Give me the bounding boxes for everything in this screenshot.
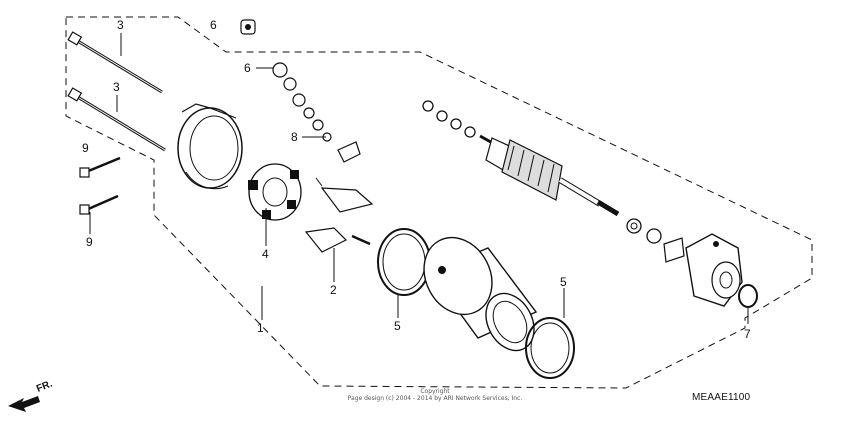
callout-6-stack: 6: [244, 61, 251, 75]
leader-lines: [89, 33, 749, 324]
front-cover[interactable]: [685, 233, 743, 307]
rear-cover[interactable]: [177, 103, 243, 190]
washer-stack[interactable]: [272, 62, 332, 142]
bolt-upper[interactable]: [67, 31, 163, 94]
o-ring-right[interactable]: [525, 317, 575, 379]
yoke-housing[interactable]: [411, 226, 544, 359]
assembly-boundary: [65, 16, 813, 389]
callout-4: 4: [262, 247, 269, 261]
terminal-set[interactable]: [304, 141, 374, 253]
screw-upper[interactable]: [79, 156, 121, 178]
screw-lower[interactable]: [79, 194, 119, 215]
diagram-code: MEAAE1100: [692, 392, 751, 403]
callout-1: 1: [257, 321, 264, 335]
callout-6-top: 6: [210, 18, 217, 32]
callout-2: 2: [330, 283, 337, 297]
front-washers[interactable]: [626, 218, 685, 263]
copyright-text: Page design (c) 2004 - 2014 by ARI Netwo…: [347, 395, 523, 402]
o-ring-front[interactable]: [738, 284, 758, 308]
callout-3-upper: 3: [117, 18, 124, 32]
callout-9-upper: 9: [82, 141, 89, 155]
o-ring-left[interactable]: [377, 228, 431, 296]
callout-9-lower: 9: [86, 235, 93, 249]
callout-5-left: 5: [394, 319, 401, 333]
callout-7: 7: [744, 327, 751, 341]
bolt-lower[interactable]: [67, 87, 166, 152]
armature[interactable]: [479, 134, 620, 217]
brush-holder[interactable]: [248, 163, 302, 221]
callout-3-lower: 3: [113, 80, 120, 94]
front-direction-label: FR.: [35, 378, 54, 394]
copyright-title: Copyright: [420, 388, 450, 395]
copyright-notice: Copyright Page design (c) 2004 - 2014 by…: [320, 388, 550, 402]
callout-5-right: 5: [560, 275, 567, 289]
callout-8: 8: [291, 130, 298, 144]
nut-top[interactable]: [240, 19, 256, 35]
front-direction-arrow: FR.: [8, 378, 54, 412]
armature-washers[interactable]: [422, 100, 476, 138]
